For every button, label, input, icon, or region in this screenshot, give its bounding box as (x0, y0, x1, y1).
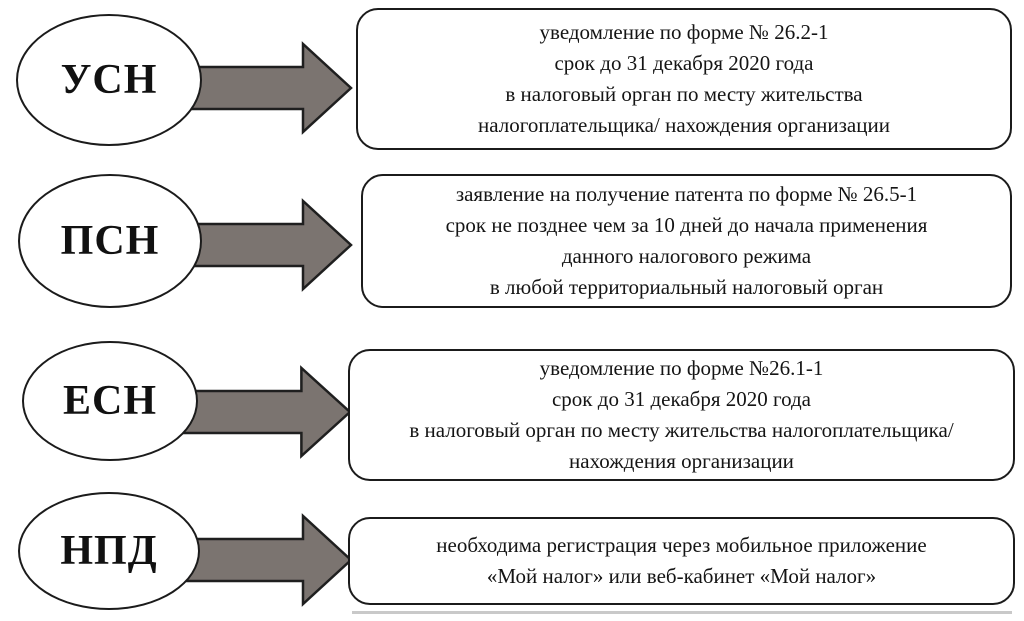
tax-regime-ellipse-usn: УСН (16, 14, 202, 146)
box-line: уведомление по форме № 26.2-1 (539, 20, 829, 44)
tax-regime-ellipse-npd: НПД (18, 492, 200, 610)
box-line: в налоговый орган по месту жительства на… (409, 418, 954, 442)
box-line: срок до 31 декабря 2020 года (554, 51, 814, 75)
box-line: срок до 31 декабря 2020 года (551, 387, 811, 411)
tax-regime-label: ПСН (60, 218, 160, 264)
info-box-npd: необходима регистрация через мобильное п… (348, 517, 1015, 605)
box-line: необходима регистрация через мобильное п… (436, 533, 927, 557)
box-line: данного налогового режима (561, 244, 812, 268)
box-line: нахождения организации (569, 449, 794, 473)
right-arrow-icon (185, 513, 353, 607)
box-line: срок не позднее чем за 10 дней до начала… (445, 213, 928, 237)
box-line: заявление на получение патента по форме … (455, 182, 918, 206)
tax-regime-label: НПД (60, 528, 158, 574)
right-arrow-icon (182, 365, 352, 459)
info-box-usn: уведомление по форме № 26.2-1 срок до 31… (356, 8, 1012, 150)
box-line: налогоплательщика/ нахождения организаци… (478, 113, 890, 137)
box-line: в любой территориальный налоговый орган (489, 275, 884, 299)
scan-shadow-line (352, 611, 1012, 614)
tax-regime-label: УСН (60, 57, 158, 103)
right-arrow-icon (185, 198, 353, 292)
info-box-psn: заявление на получение патента по форме … (361, 174, 1012, 308)
tax-regime-ellipse-psn: ПСН (18, 174, 202, 308)
right-arrow-icon (185, 41, 353, 135)
tax-regime-label: ЕСН (62, 378, 157, 424)
box-line: в налоговый орган по месту жительства (505, 82, 863, 106)
info-box-esn: уведомление по форме №26.1-1 срок до 31 … (348, 349, 1015, 481)
tax-regime-ellipse-esn: ЕСН (22, 341, 198, 461)
box-line: «Мой налог» или веб-кабинет «Мой налог» (486, 564, 877, 588)
box-line: уведомление по форме №26.1-1 (539, 356, 824, 380)
